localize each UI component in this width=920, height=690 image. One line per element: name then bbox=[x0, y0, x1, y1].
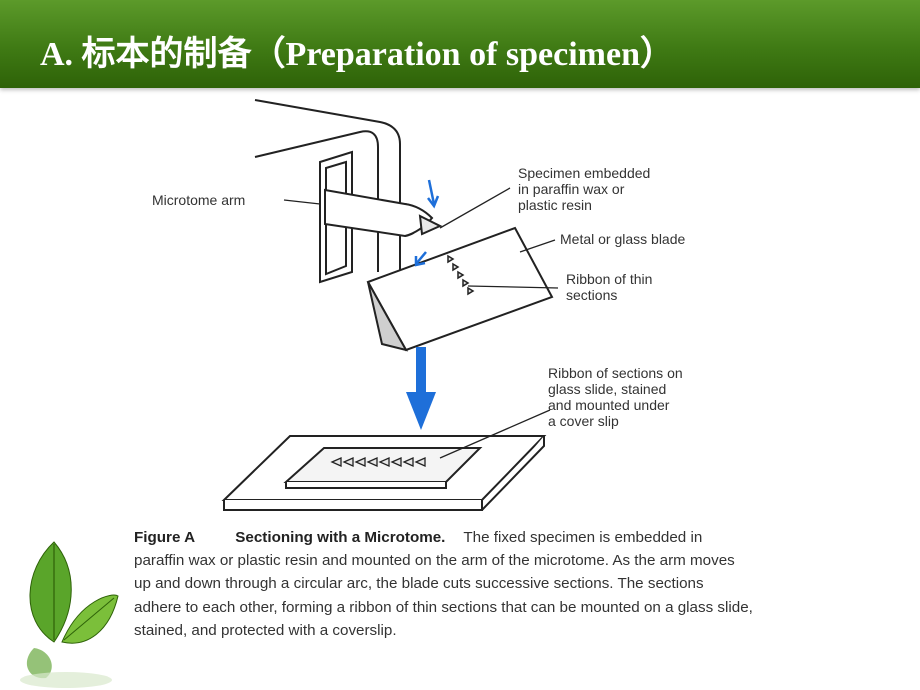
label-specimen-3: plastic resin bbox=[518, 197, 592, 213]
label-microtome-arm: Microtome arm bbox=[152, 192, 245, 208]
label-ribbon-2: sections bbox=[566, 287, 617, 303]
ribbon-on-blade bbox=[447, 254, 475, 296]
microtome-figure: Microtome arm Specimen embedded in paraf… bbox=[120, 92, 760, 682]
label-slide-3: and mounted under bbox=[548, 397, 670, 413]
down-arrow-icon bbox=[406, 347, 436, 430]
label-ribbon-1: Ribbon of thin bbox=[566, 271, 652, 287]
label-specimen-2: in paraffin wax or bbox=[518, 181, 625, 197]
microtome-arm bbox=[324, 188, 443, 238]
leaf-icon bbox=[20, 541, 119, 688]
glass-slide bbox=[221, 435, 547, 511]
slide-title: A. 标本的制备（Preparation of specimen） bbox=[40, 36, 674, 73]
label-slide-1: Ribbon of sections on bbox=[548, 365, 683, 381]
figure-caption: Figure A Sectioning with a Microtome. Th… bbox=[134, 526, 754, 642]
ribbon-on-slide bbox=[330, 456, 426, 468]
motion-arrows bbox=[414, 179, 440, 267]
label-slide-2: glass slide, stained bbox=[548, 381, 666, 397]
caption-title: Sectioning with a Microtome. bbox=[235, 529, 446, 546]
caption-text: The fixed specimen is embedded in paraff… bbox=[134, 529, 753, 639]
blade bbox=[366, 226, 554, 352]
microtome-diagram: Microtome arm Specimen embedded in paraf… bbox=[152, 99, 686, 511]
label-specimen-1: Specimen embedded bbox=[518, 165, 650, 181]
label-blade: Metal or glass blade bbox=[560, 231, 686, 247]
title-bar: A. 标本的制备（Preparation of specimen） bbox=[0, 0, 920, 88]
label-slide-4: a cover slip bbox=[548, 413, 619, 429]
leader-lines bbox=[283, 187, 559, 459]
caption-figure-number: Figure A bbox=[134, 529, 196, 546]
